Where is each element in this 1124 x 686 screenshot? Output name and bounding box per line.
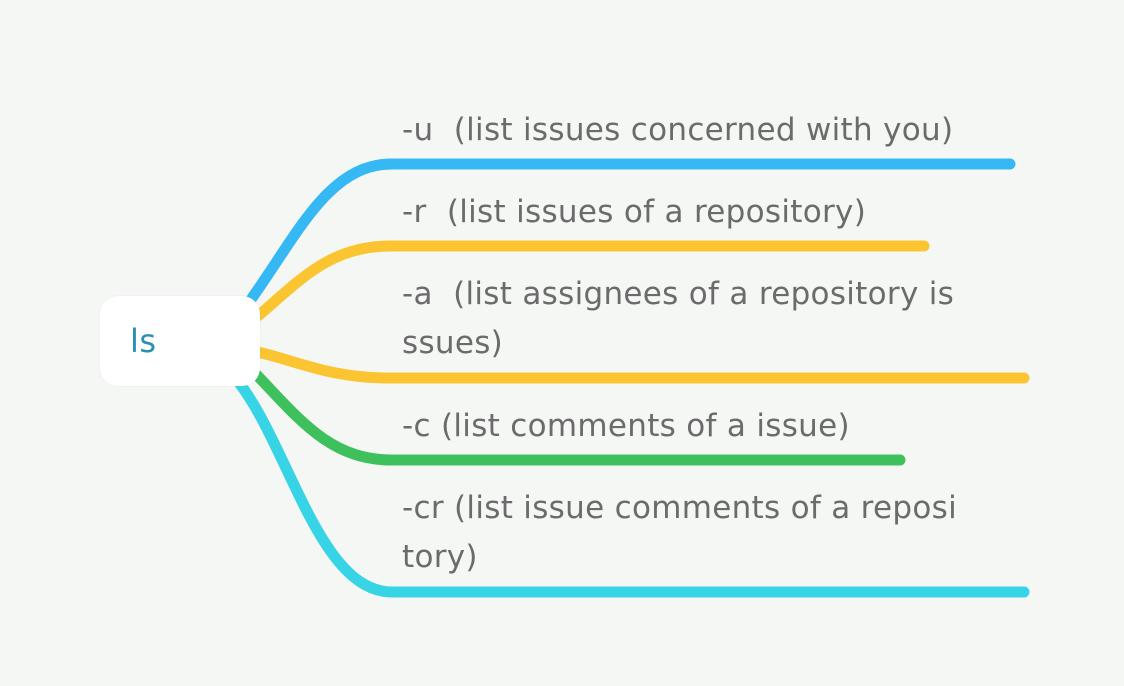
branch-line-cr	[234, 378, 1030, 598]
branch-label-r[interactable]: -r (list issues of a repository)	[402, 194, 867, 230]
branch-label-a[interactable]: -a (list assignees of a repository is ss…	[402, 276, 955, 361]
branch-line-c	[248, 366, 906, 466]
branch-label-c[interactable]: -c (list comments of a issue)	[402, 408, 850, 444]
branch-line-a	[252, 346, 1030, 384]
branch-label-cr[interactable]: -cr (list issue comments of a reposi tor…	[402, 490, 958, 575]
branch-line-u	[246, 158, 1016, 304]
root-node[interactable]: ls	[100, 296, 260, 386]
branch-line-r	[252, 240, 930, 322]
branch-lines	[234, 158, 1030, 598]
branch-label-u[interactable]: -u (list issues concerned with you)	[402, 112, 954, 148]
root-node-label: ls	[130, 322, 157, 360]
